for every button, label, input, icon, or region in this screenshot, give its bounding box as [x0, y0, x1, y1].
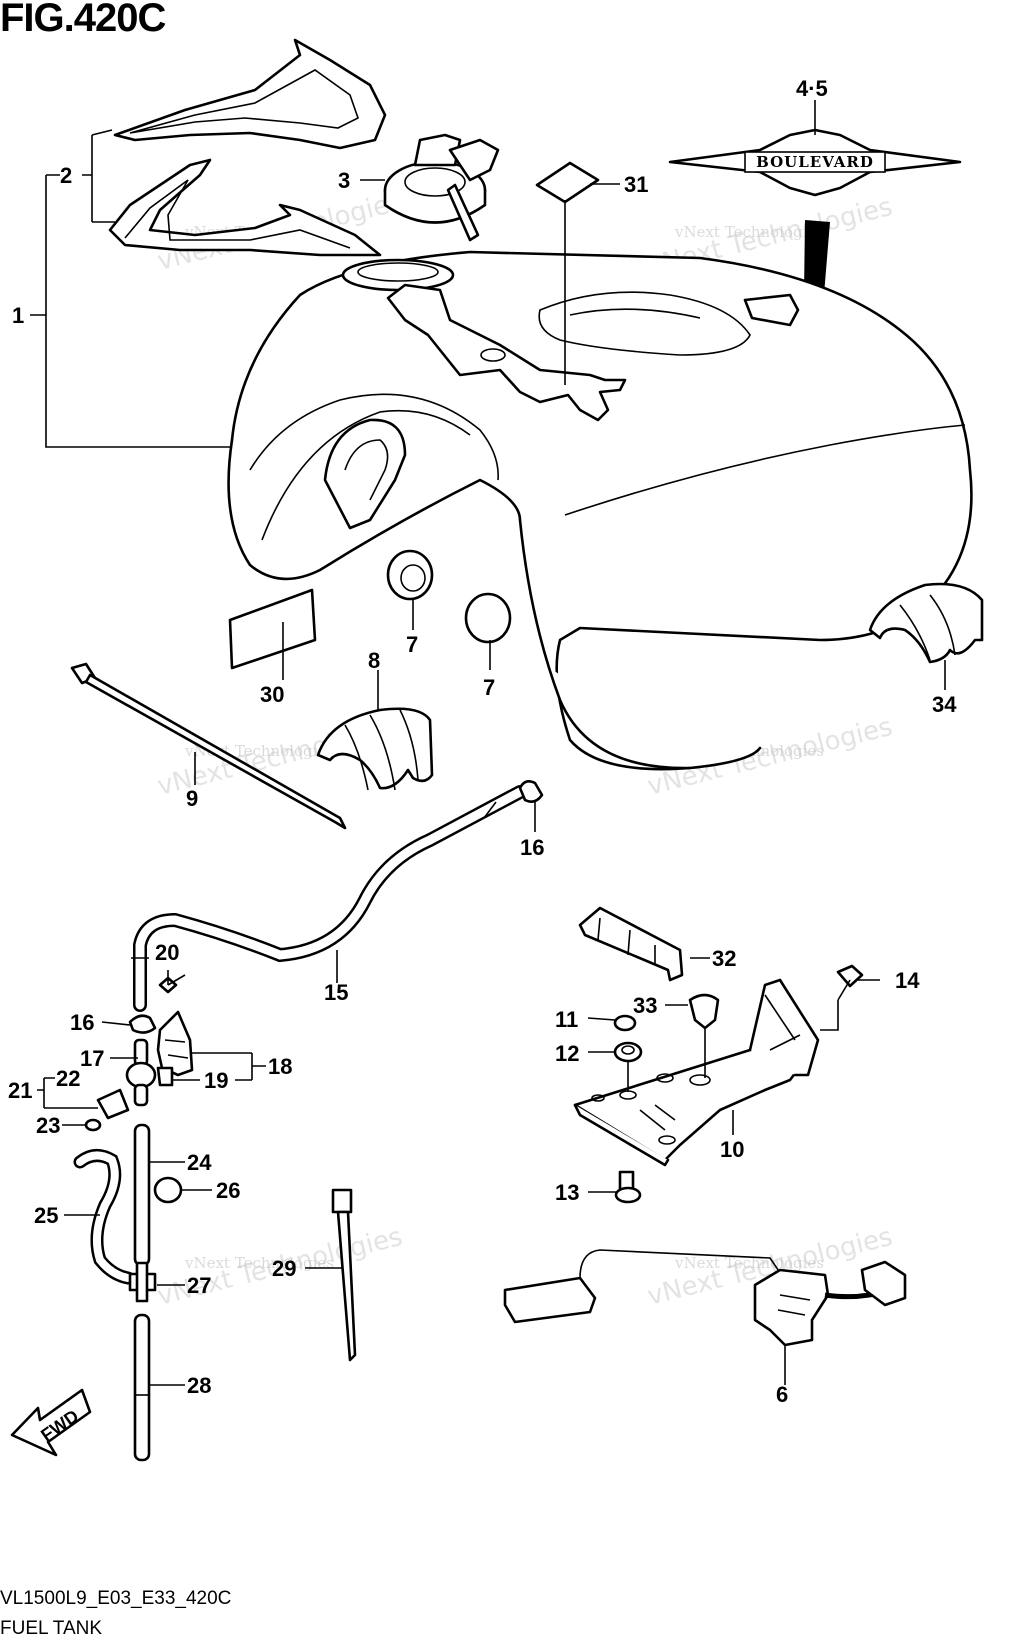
callout-20: 20 — [155, 940, 179, 965]
part-27-joint — [128, 1261, 157, 1303]
callout-9: 9 — [186, 786, 198, 811]
callout-25: 25 — [34, 1203, 58, 1228]
leader-lines — [30, 100, 946, 1386]
part-34-cushion — [868, 582, 984, 664]
callout-14: 14 — [895, 968, 920, 993]
callout-30: 30 — [260, 682, 284, 707]
callout-31: 31 — [624, 172, 648, 197]
callout-7: 7 — [406, 632, 418, 657]
part-13-bolt — [614, 1170, 642, 1204]
watermark-text: vNext Technologies — [184, 1254, 334, 1272]
callout-26: 26 — [216, 1178, 240, 1203]
part-20-bolt — [158, 974, 186, 994]
callout-18: 18 — [268, 1054, 292, 1079]
callout-13: 13 — [555, 1180, 579, 1205]
callout-1: 1 — [12, 303, 24, 328]
callout-11: 11 — [555, 1007, 578, 1032]
callout-27: 27 — [187, 1273, 211, 1298]
part-22-clamp — [96, 1088, 130, 1120]
part-15-hose — [131, 785, 527, 1012]
part-2-side-stripes — [108, 38, 387, 257]
part-8-cushion — [316, 707, 434, 791]
part-3-fuel-cap — [383, 133, 500, 242]
callout-28: 28 — [187, 1373, 211, 1398]
part-16-clamps — [128, 780, 544, 1034]
callout-12: 12 — [555, 1041, 579, 1066]
figure-title: FIG.420C — [0, 0, 166, 40]
callout-3: 3 — [338, 168, 350, 193]
watermark-text: vNext Technologies — [674, 223, 824, 241]
part-12-grommet — [613, 1041, 643, 1063]
part-10-bracket — [573, 978, 820, 1167]
callout-6: 6 — [776, 1382, 788, 1407]
part-14-bolt — [836, 964, 864, 1001]
emblem-text: BOULEVARD — [756, 153, 874, 171]
part-6-fuel-gauge — [503, 1249, 907, 1347]
callout-33: 33 — [633, 993, 657, 1018]
callout-32: 32 — [712, 946, 736, 971]
part-32-cushion — [578, 906, 684, 982]
callout-15: 15 — [324, 980, 348, 1005]
model-code: VL1500L9_E03_E33_420C — [0, 1588, 232, 1609]
part-18-bracket — [156, 1010, 194, 1087]
part-17-valve — [125, 1038, 157, 1107]
callout-7: 7 — [483, 675, 495, 700]
callout-29: 29 — [272, 1256, 296, 1281]
callout-24: 24 — [187, 1150, 212, 1175]
callout-8: 8 — [368, 648, 380, 673]
part-1-fuel-tank — [227, 250, 973, 771]
callout-16: 16 — [70, 1010, 94, 1035]
part-28-tube — [133, 1313, 151, 1462]
part-26-ring — [153, 1176, 183, 1204]
part-30-label — [228, 588, 317, 670]
watermark-text: vNext Technologies — [674, 1254, 824, 1272]
part-31-label — [535, 161, 600, 204]
callout-16: 16 — [520, 835, 544, 860]
callout-22: 22 — [56, 1066, 80, 1091]
part-11-grommet — [613, 1014, 637, 1032]
part-25-hose — [73, 1149, 135, 1285]
callouts: 1 2 3 4·5 6 7 7 8 9 10 11 12 13 14 15 16… — [8, 76, 957, 1407]
part-29-tie — [331, 1188, 357, 1362]
part-9-cable-tie — [70, 662, 347, 830]
callout-17: 17 — [80, 1046, 104, 1071]
callout-2: 2 — [60, 163, 72, 188]
part-23-screw — [84, 1118, 102, 1132]
callout-10: 10 — [720, 1137, 744, 1162]
callout-19: 19 — [204, 1068, 228, 1093]
part-24-tube — [133, 1123, 151, 1267]
callout-23: 23 — [36, 1113, 60, 1138]
forward-direction-marker: FWD — [10, 1388, 92, 1457]
callout-4-5: 4·5 — [796, 76, 828, 101]
callout-34: 34 — [932, 692, 957, 717]
figure-name: FUEL TANK — [0, 1618, 103, 1639]
part-7-cushions — [386, 549, 512, 644]
part-33-cushion — [688, 993, 720, 1030]
callout-21: 21 — [8, 1078, 32, 1103]
